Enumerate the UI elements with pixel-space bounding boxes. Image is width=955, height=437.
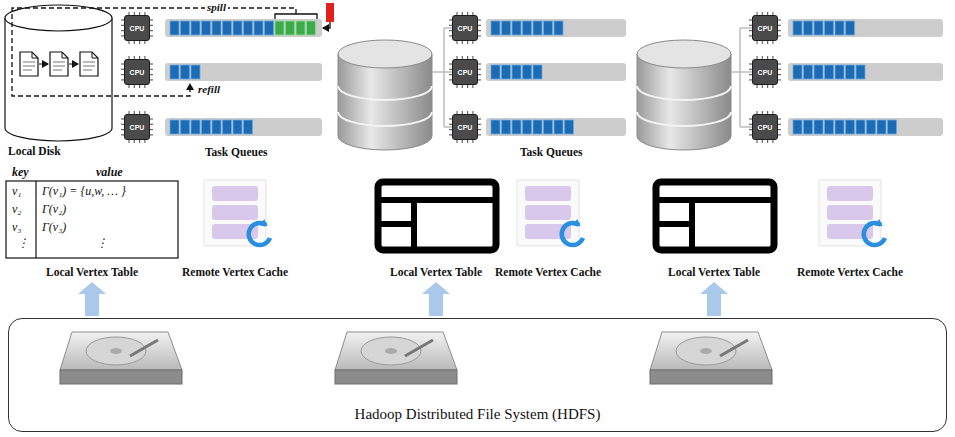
node-label: Remote Vertex Cache xyxy=(182,266,288,278)
table-cell: Γ(v₁) = {u,w, … } xyxy=(42,184,126,199)
chip-label: CPU xyxy=(758,25,773,32)
cpu-chip: CPU xyxy=(752,114,778,140)
node-label: Local Vertex Table xyxy=(668,266,760,278)
chip-label: CPU xyxy=(130,124,145,131)
table-cell: ⋮ xyxy=(17,236,29,251)
chip-label: CPU xyxy=(758,69,773,76)
cpu-chip: CPU xyxy=(124,15,150,41)
table-header: key xyxy=(12,165,29,180)
storage-box: Remote Vertex Cache xyxy=(492,163,604,280)
component-label: Task Queues xyxy=(520,146,583,158)
chip-label: CPU xyxy=(130,69,145,76)
annotation: refill xyxy=(196,83,222,95)
storage-box: Local Vertex Table xyxy=(362,163,510,280)
cpu-chip: CPU xyxy=(752,15,778,41)
load-arrow xyxy=(78,282,106,316)
table-cell: v₁ xyxy=(12,184,22,199)
storage-box: Local Vertex Table xyxy=(3,163,181,280)
storage-box: Local Vertex Table xyxy=(644,163,784,280)
cpu-chip: CPU xyxy=(124,59,150,85)
cpu-chip: CPU xyxy=(752,59,778,85)
table-cell: Γ(v₃) xyxy=(42,220,66,235)
table-header: value xyxy=(96,165,123,180)
component-label: Task Queues xyxy=(205,146,268,158)
chip-label: CPU xyxy=(758,124,773,131)
table-cell: v₂ xyxy=(12,202,22,217)
component-label: Local Disk xyxy=(8,145,61,157)
table-cell: ⋮ xyxy=(96,236,108,251)
table-cell: v₃ xyxy=(12,220,22,235)
chip-label: CPU xyxy=(458,69,473,76)
storage-box: Remote Vertex Cache xyxy=(179,163,291,280)
node-label: Remote Vertex Cache xyxy=(495,266,601,278)
chip-label: CPU xyxy=(458,124,473,131)
node-label: Local Vertex Table xyxy=(390,266,482,278)
cpu-chip: CPU xyxy=(452,59,478,85)
node-label: Local Vertex Table xyxy=(46,266,138,278)
chip-label: CPU xyxy=(458,25,473,32)
cpu-chip: CPU xyxy=(124,114,150,140)
annotation: spill xyxy=(205,1,228,13)
table-cell: Γ(v₂) xyxy=(42,202,66,217)
node-label: Hadoop Distributed File System (HDFS) xyxy=(355,406,601,423)
hdfs-band: Hadoop Distributed File System (HDFS) xyxy=(8,318,947,432)
storage-box: Remote Vertex Cache xyxy=(794,163,906,280)
load-arrow xyxy=(700,282,728,316)
chip-label: CPU xyxy=(130,25,145,32)
load-arrow xyxy=(422,282,450,316)
cpu-chip: CPU xyxy=(452,15,478,41)
node-label: Remote Vertex Cache xyxy=(797,266,903,278)
cpu-chip: CPU xyxy=(452,114,478,140)
